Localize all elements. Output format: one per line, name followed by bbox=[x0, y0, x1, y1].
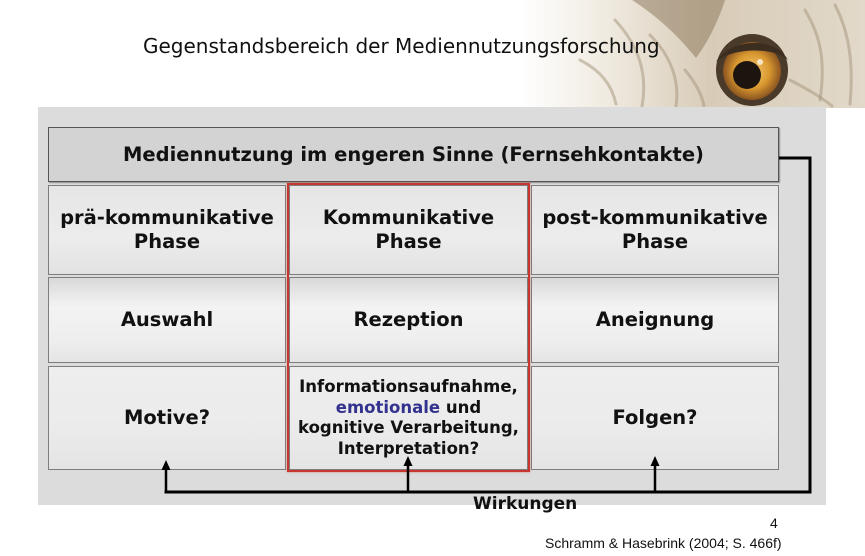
activity-label: Aneignung bbox=[595, 308, 715, 331]
activity-label: Rezeption bbox=[353, 308, 464, 331]
column-communicative: Kommunikative Phase Rezeption Informatio… bbox=[289, 185, 528, 470]
page-number: 4 bbox=[770, 515, 778, 531]
aspect-cell: Informationsaufnahme, emotionale und kog… bbox=[289, 366, 528, 470]
phase-label-line1: post-kommunikative bbox=[542, 206, 768, 229]
column-pre-communicative: prä-kommunikative Phase Auswahl Motive? bbox=[48, 185, 286, 470]
phase-label-line2: Phase bbox=[621, 230, 689, 253]
activity-label: Auswahl bbox=[120, 308, 214, 331]
owl-eye bbox=[716, 34, 788, 106]
aspect-line3: kognitive Verarbeitung, bbox=[298, 418, 519, 437]
slide-title: Gegenstandsbereich der Mediennutzungsfor… bbox=[143, 34, 660, 58]
phase-label-line1: prä-kommunikative bbox=[60, 206, 274, 229]
aspect-cell: Folgen? bbox=[531, 366, 779, 470]
aspect-cell: Motive? bbox=[48, 366, 286, 470]
owl-feathers bbox=[578, 3, 853, 108]
aspect-line2: emotionale und bbox=[336, 398, 481, 419]
citation: Schramm & Hasebrink (2004; S. 466f) bbox=[545, 535, 782, 551]
phase-label-line1: Kommunikative bbox=[322, 206, 495, 229]
phase-cell: prä-kommunikative Phase bbox=[48, 185, 286, 275]
owl-facial-disk bbox=[632, 0, 725, 58]
aspect-line1: Informationsaufnahme, bbox=[299, 377, 518, 396]
phase-label-line2: Phase bbox=[133, 230, 201, 253]
column-post-communicative: post-kommunikative Phase Aneignung Folge… bbox=[531, 185, 779, 470]
activity-cell: Rezeption bbox=[289, 277, 528, 363]
aspect-label: Folgen? bbox=[612, 406, 698, 429]
phase-cell: Kommunikative Phase bbox=[289, 185, 528, 275]
phase-cell: post-kommunikative Phase bbox=[531, 185, 779, 275]
media-usage-label: Mediennutzung im engeren Sinne (Fernsehk… bbox=[123, 142, 704, 166]
feedback-label: Wirkungen bbox=[473, 494, 578, 514]
activity-cell: Aneignung bbox=[531, 277, 779, 363]
media-usage-box: Mediennutzung im engeren Sinne (Fernsehk… bbox=[48, 127, 779, 182]
activity-cell: Auswahl bbox=[48, 277, 286, 363]
aspect-label: Motive? bbox=[123, 406, 211, 429]
aspect-line2-rest: und bbox=[445, 397, 482, 417]
phase-label-line2: Phase bbox=[375, 230, 442, 253]
aspect-line4: Interpretation? bbox=[337, 438, 480, 458]
aspect-highlight: emotionale bbox=[335, 397, 441, 417]
owl-image bbox=[520, 0, 865, 108]
